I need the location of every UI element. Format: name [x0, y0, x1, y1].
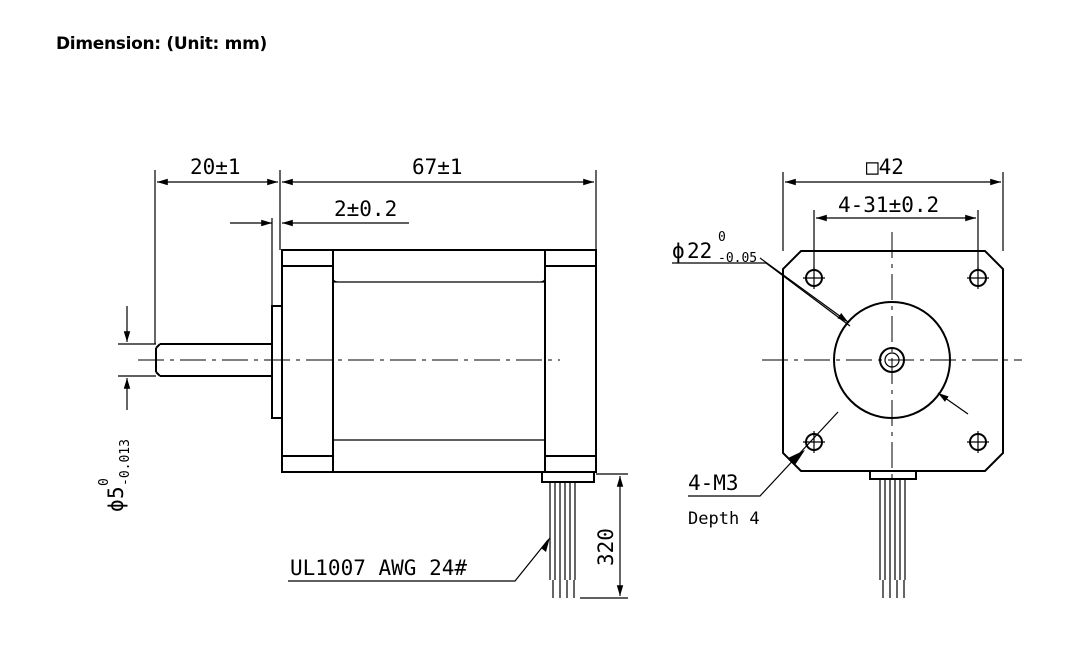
front-lead-wires — [879, 479, 906, 598]
front-lead-connector — [869, 470, 917, 480]
square-size-label: □42 — [866, 155, 904, 179]
pilot-diameter-arrow-out — [937, 392, 969, 415]
svg-text:5: 5 — [104, 486, 128, 499]
stator-lines — [332, 277, 546, 441]
lead-length-label: 320 — [594, 528, 618, 566]
wire-spec-label: UL1007 AWG 24# — [290, 556, 467, 580]
pilot-diameter-arrow-in — [759, 257, 849, 323]
page-title: Dimension: (Unit: mm) — [56, 34, 267, 54]
motor-body — [281, 249, 597, 473]
svg-text:-0.013: -0.013 — [118, 439, 133, 486]
wire-spec-leader — [288, 539, 549, 582]
pilot-diameter-label: ϕ 22 0 -0.05 — [672, 230, 757, 266]
front-view: □42 4-31±0.2 ϕ 22 0 -0.05 4-M3 Depth 4 — [672, 155, 1022, 598]
side-view: 20±1 67±1 2±0.2 ϕ 5 0 -0.013 320 UL1007 … — [97, 155, 628, 599]
body-length-label: 67±1 — [412, 155, 463, 179]
mount-holes-arrow — [788, 450, 805, 465]
front-extension-lines — [782, 172, 1004, 270]
wire-spec-arrow — [541, 537, 550, 552]
front-end-cap — [282, 250, 334, 472]
lead-connector — [541, 471, 595, 483]
svg-text:22: 22 — [687, 239, 712, 263]
lead-wires — [549, 482, 576, 598]
svg-text:ϕ: ϕ — [672, 239, 685, 263]
mount-holes-leader — [688, 411, 839, 497]
svg-text:0: 0 — [718, 230, 726, 245]
rear-end-cap — [544, 250, 596, 472]
flange-thickness-label: 2±0.2 — [334, 197, 397, 221]
svg-text:ϕ: ϕ — [104, 499, 128, 512]
pilot-diameter-leader — [672, 262, 851, 327]
flange-boss — [271, 305, 283, 419]
hole-spacing-label: 4-31±0.2 — [838, 193, 939, 217]
mount-hole-centers — [803, 267, 989, 453]
shaft-length-label: 20±1 — [190, 155, 241, 179]
front-flange — [782, 250, 1004, 472]
svg-text:0: 0 — [97, 478, 112, 486]
hole-depth-label: Depth 4 — [688, 509, 760, 529]
extension-lines — [118, 170, 628, 599]
shaft-diameter-label: ϕ 5 0 -0.013 — [97, 439, 133, 512]
mount-holes-label: 4-M3 — [688, 471, 739, 495]
svg-text:-0.05: -0.05 — [718, 251, 757, 266]
